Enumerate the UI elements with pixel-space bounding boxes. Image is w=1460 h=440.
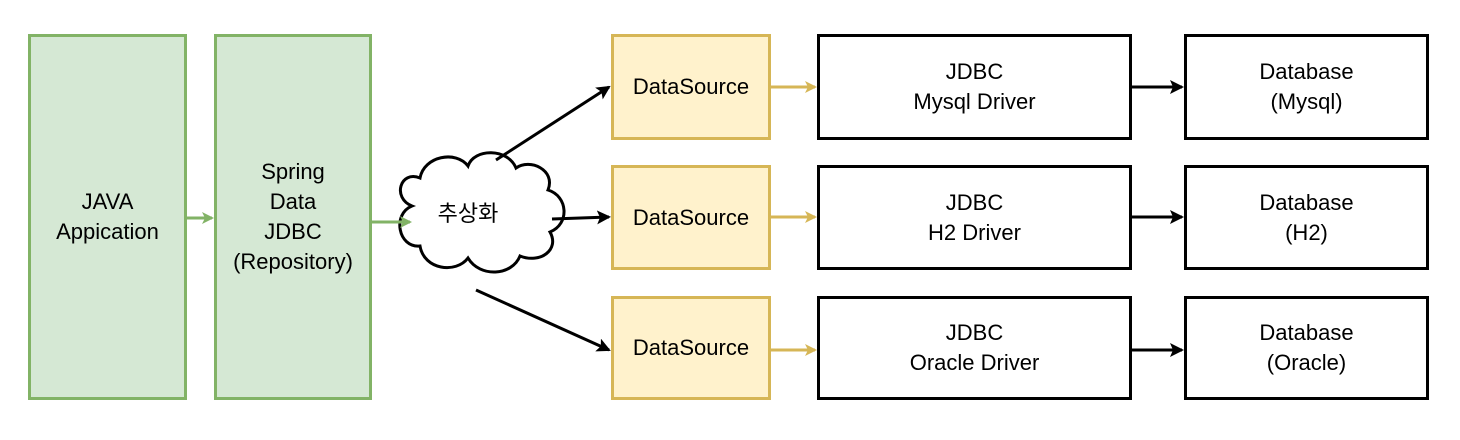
spring-label-line-3: JDBC: [264, 219, 322, 244]
driver-1-line-2: Mysql Driver: [913, 89, 1036, 114]
datasource-box-2: DataSource: [611, 165, 771, 270]
spring-label-line-4: (Repository): [233, 249, 353, 274]
java-application-box: JAVA Appication: [28, 34, 187, 400]
arrow-cloud-to-datasource-2: [551, 210, 611, 225]
driver-3-line-1: JDBC: [945, 320, 1004, 345]
database-3-line-1: Database: [1259, 320, 1354, 345]
driver-1-line-1: JDBC: [945, 59, 1004, 84]
arrow-cloud-to-datasource-3: [475, 288, 611, 352]
driver-2-line-1: JDBC: [945, 189, 1004, 215]
spring-label-line-1: Spring: [261, 159, 325, 184]
database-2-line-2: (H2): [1285, 219, 1328, 245]
spring-data-jdbc-box: Spring Data JDBC (Repository): [214, 34, 372, 400]
database-1-line-2: (Mysql): [1270, 89, 1343, 114]
datasource-box-1: DataSource: [611, 34, 771, 140]
database-2-line-1: Database: [1259, 189, 1354, 215]
datasource-label-2: DataSource: [632, 204, 750, 230]
datasource-label-3: DataSource: [632, 335, 750, 360]
database-3-line-2: (Oracle): [1266, 350, 1347, 375]
jdbc-driver-box-3: JDBC Oracle Driver: [817, 296, 1132, 400]
driver-3-line-2: Oracle Driver: [909, 350, 1040, 375]
driver-2-line-2: H2 Driver: [928, 219, 1021, 245]
java-application-label-line-2: Appication: [56, 219, 159, 244]
abstraction-cloud-label: 추상화: [437, 202, 499, 227]
jdbc-driver-box-2: JDBC H2 Driver: [817, 165, 1132, 270]
database-box-1: Database (Mysql): [1184, 34, 1429, 140]
database-box-2: Database (H2): [1184, 165, 1429, 270]
arrow-cloud-to-datasource-1: [495, 85, 611, 162]
abstraction-cloud: [398, 151, 566, 274]
datasource-box-3: DataSource: [611, 296, 771, 400]
database-1-line-1: Database: [1259, 59, 1354, 84]
database-box-3: Database (Oracle): [1184, 296, 1429, 400]
spring-label-line-2: Data: [269, 189, 317, 214]
datasource-label-1: DataSource: [632, 74, 750, 99]
jdbc-driver-box-1: JDBC Mysql Driver: [817, 34, 1132, 140]
java-application-label-line-1: JAVA: [81, 189, 134, 214]
